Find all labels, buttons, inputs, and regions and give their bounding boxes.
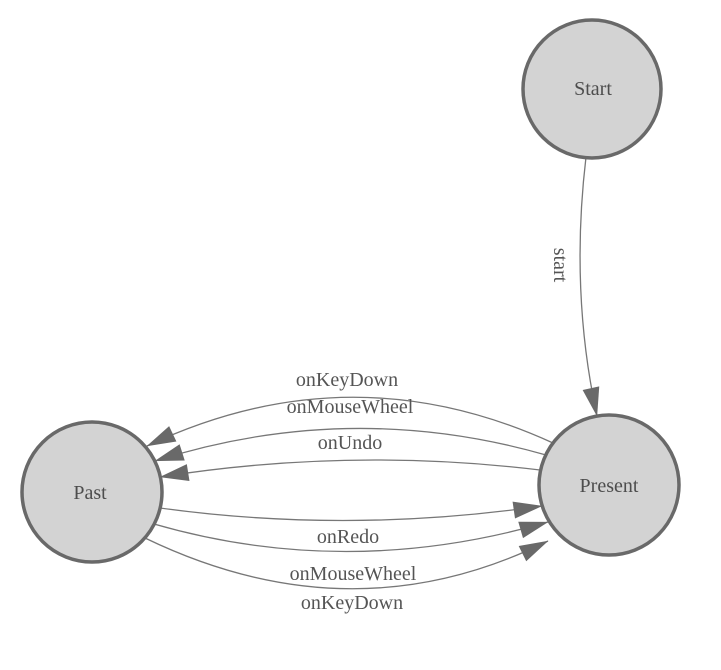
node-past-label: Past [73, 482, 107, 504]
edge-label-onkeydown-top: onKeyDown [296, 369, 398, 391]
edge-label-onundo: onUndo [318, 432, 382, 454]
edge-present-to-past-onundo: onUndo [159, 432, 541, 481]
edge-line-onredo [159, 501, 543, 522]
node-present-label: Present [580, 475, 639, 497]
edge-label-onredo: onRedo [317, 526, 379, 548]
node-present[interactable]: Present [537, 413, 681, 557]
edge-line-onkeydown-top [146, 396, 554, 447]
edge-label-onmousewheel-top: onMouseWheel [287, 396, 414, 418]
node-start-label: Start [574, 78, 612, 100]
edge-past-to-present-onkeydown: onKeyDown [144, 537, 549, 614]
node-start[interactable]: Start [521, 18, 663, 160]
edge-label-start: start [549, 248, 571, 283]
node-past-circle[interactable] [20, 420, 164, 564]
edge-present-to-past-onkeydown: onKeyDown [146, 369, 554, 447]
node-present-circle[interactable] [537, 413, 681, 557]
edge-label-onkeydown-bottom: onKeyDown [301, 592, 403, 614]
edge-line-onmousewheel-bottom [153, 521, 549, 553]
edge-line-onmousewheel-top [154, 427, 547, 462]
node-start-circle[interactable] [521, 18, 663, 160]
edge-past-to-present-onmousewheel: onMouseWheel [153, 521, 549, 585]
node-past[interactable]: Past [20, 420, 164, 564]
edge-start-to-present: start [549, 156, 600, 417]
edge-past-to-present-onredo: onRedo [159, 501, 543, 548]
edge-line-start [579, 156, 600, 417]
edge-label-onmousewheel-bottom: onMouseWheel [290, 563, 417, 585]
edge-line-onundo [159, 459, 541, 481]
edge-line-onkeydown-bottom [144, 537, 549, 590]
edge-present-to-past-onmousewheel: onMouseWheel [154, 396, 547, 462]
